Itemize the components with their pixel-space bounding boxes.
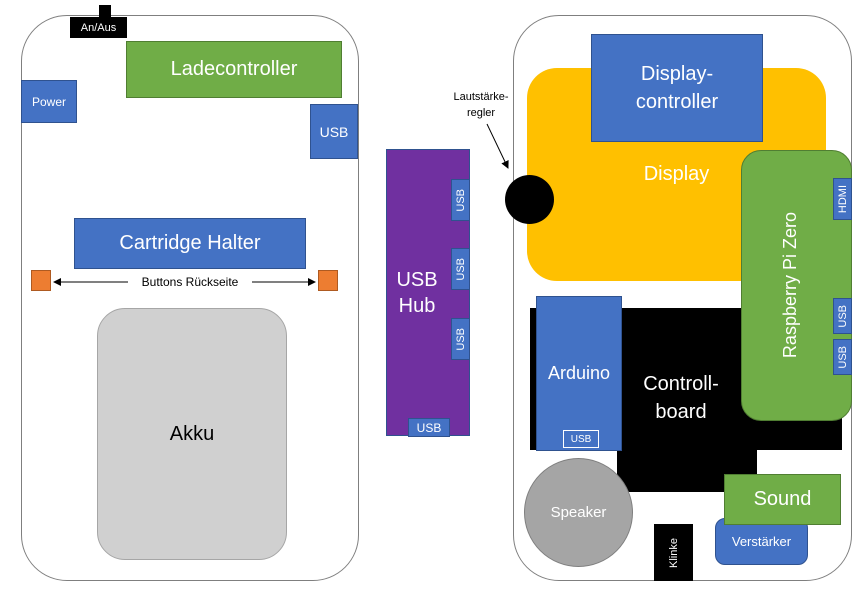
hdmi-port: HDMI [833, 178, 852, 220]
hub-usb-port-3: USB [451, 318, 470, 360]
sound-module-label: Sound [753, 488, 812, 510]
battery: Akku [97, 308, 287, 560]
volume-control-label-line1: Lautstärke- [453, 91, 509, 103]
speaker: Speaker [524, 458, 633, 567]
pi-usb-port-1: USB [833, 298, 852, 334]
amplifier: Verstärker [715, 518, 808, 565]
audio-jack: Klinke [654, 524, 693, 581]
cartridge-holder: Cartridge Halter [74, 218, 306, 269]
left-usb-port: USB [310, 104, 358, 159]
hub-usb-port-1: USB [451, 179, 470, 221]
controlboard-label-line2: board [655, 401, 707, 423]
sound-module-overlay [724, 474, 841, 525]
on-off-switch-knob [99, 5, 111, 17]
hub-usb-port-bottom: USB [408, 418, 450, 437]
volume-control-label-line2: regler [466, 107, 496, 119]
display-controller-line2: controller [635, 91, 719, 113]
volume-knob [505, 175, 554, 224]
usb-hub-label-line2: Hub [398, 295, 436, 317]
button-left [31, 270, 51, 291]
hub-usb-port-2: USB [451, 248, 470, 290]
volume-arrow [486, 123, 509, 169]
on-off-switch: An/Aus [70, 17, 127, 38]
pi-usb-port-2: USB [833, 339, 852, 375]
arduino: Arduino [536, 296, 622, 451]
display-controller: Display- controller [591, 34, 763, 142]
controlboard-label-line1: Controll- [643, 373, 719, 395]
button-right [318, 270, 338, 291]
display-controller-line1: Display- [640, 63, 714, 85]
buttons-back-label: Buttons Rückseite [128, 273, 252, 291]
usb-hub-label: USB Hub [392, 265, 442, 321]
charge-controller: Ladecontroller [126, 41, 342, 98]
usb-hub-label-line1: USB [396, 269, 438, 291]
power-port: Power [21, 80, 77, 123]
volume-control-label: Lautstärke- regler [445, 87, 517, 123]
controlboard-label: Controll- board [628, 370, 734, 426]
arduino-usb-port: USB [563, 430, 599, 448]
